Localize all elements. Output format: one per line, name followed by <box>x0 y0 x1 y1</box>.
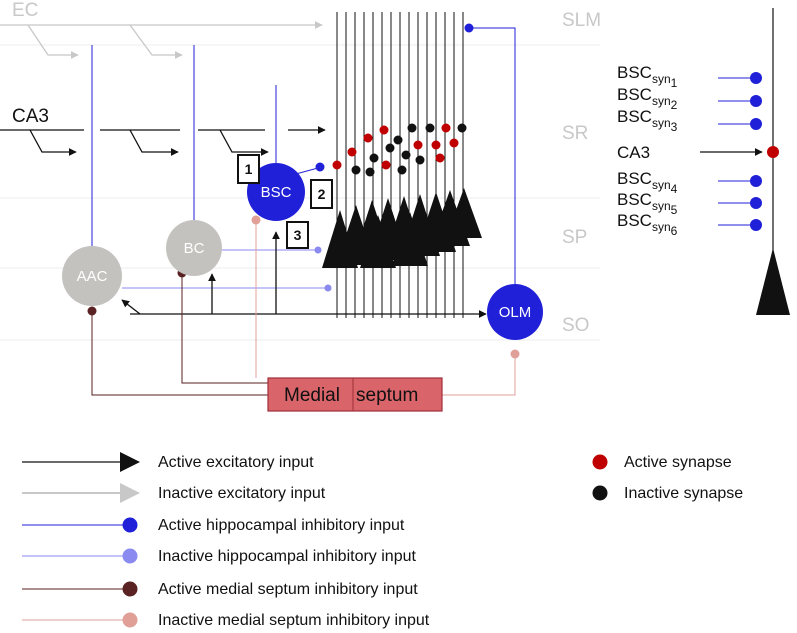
legend-active-hippo-inhib: Active hippocampal inhibitory input <box>22 517 405 534</box>
syn-label-4: BSCsyn4 <box>617 169 678 196</box>
syn-label-2: BSCsyn2 <box>617 85 678 112</box>
layer-label-sp: SP <box>562 227 587 248</box>
aac-cell: AAC <box>62 246 122 306</box>
legend: Active excitatory input Inactive excitat… <box>22 452 743 629</box>
legend-inactive-hippo-inhib: Inactive hippocampal inhibitory input <box>22 548 416 565</box>
ca3-input-paths <box>0 126 326 156</box>
layer-label-sr: SR <box>562 123 588 144</box>
pyramidal-cell-bodies <box>322 188 482 268</box>
syn-label-ca3: CA3 <box>617 143 650 162</box>
svg-text:Inactive medial septum inhibit: Inactive medial septum inhibitory input <box>158 612 430 629</box>
aac-label: AAC <box>77 268 108 285</box>
bsc-label: BSC <box>261 184 292 201</box>
svg-text:Inactive hippocampal inhibitor: Inactive hippocampal inhibitory input <box>158 548 416 565</box>
aac-ms-synapse-dot <box>87 306 97 316</box>
ec-input-paths <box>0 21 323 59</box>
svg-text:Active excitatory input: Active excitatory input <box>158 454 314 471</box>
svg-text:3: 3 <box>294 227 302 243</box>
syn-label-1: BSCsyn1 <box>617 63 678 90</box>
svg-text:Active medial septum inhibitor: Active medial septum inhibitory input <box>158 581 418 598</box>
layer-label-so: SO <box>562 315 589 336</box>
svg-text:Active hippocampal inhibitory: Active hippocampal inhibitory input <box>158 517 405 534</box>
ca3-label: CA3 <box>12 106 49 127</box>
legend-inactive-synapse: Inactive synapse <box>592 485 743 502</box>
medial-septum-inactive-lines <box>255 222 516 396</box>
panel-pyramidal-body <box>756 248 790 315</box>
svg-text:Inactive excitatory input: Inactive excitatory input <box>158 485 326 502</box>
layer-label-slm: SLM <box>562 10 601 31</box>
legend-inactive-excitatory: Inactive excitatory input <box>22 483 326 503</box>
number-box-1: 1 <box>237 154 260 184</box>
olm-ms-synapse-dot <box>510 349 520 359</box>
pyramidal-dendrites <box>336 12 464 318</box>
olm-label: OLM <box>499 304 532 321</box>
svg-text:Inactive synapse: Inactive synapse <box>624 485 743 502</box>
olm-cell: OLM <box>487 284 543 340</box>
svg-text:1: 1 <box>245 161 253 177</box>
number-box-2: 2 <box>310 179 333 209</box>
bsc-ms-synapse-dot <box>251 215 261 225</box>
bsc-synapse-dot <box>315 162 325 172</box>
ec-label: EC <box>12 0 38 21</box>
medial-septum-active-lines <box>91 275 270 396</box>
legend-active-synapse: Active synapse <box>592 454 732 471</box>
septum-word-medial: Medial <box>284 385 340 406</box>
septum-word-septum: septum <box>356 385 418 406</box>
bc-synapse-dot <box>314 246 322 254</box>
synapse-panel: BSCsyn1 BSCsyn2 BSCsyn3 CA3 BSCsyn4 BSCs… <box>617 8 790 315</box>
syn-label-6: BSCsyn6 <box>617 211 678 238</box>
syn-label-5: BSCsyn5 <box>617 190 678 217</box>
hippocampal-inhibitory-lines <box>91 27 516 290</box>
aac-synapse-dot <box>324 284 332 292</box>
legend-active-ms-inhib: Active medial septum inhibitory input <box>22 581 418 598</box>
svg-text:2: 2 <box>318 186 326 202</box>
pyramidal-output-lines <box>121 231 487 318</box>
olm-synapse-dot <box>464 23 474 33</box>
number-box-3: 3 <box>286 221 309 249</box>
syn-label-3: BSCsyn3 <box>617 107 678 134</box>
bc-cell: BC <box>166 220 222 276</box>
sr-synapses <box>332 123 467 177</box>
bsc-cell: BSC <box>247 163 305 221</box>
svg-text:Active synapse: Active synapse <box>624 454 732 471</box>
bc-label: BC <box>184 240 205 257</box>
legend-inactive-ms-inhib: Inactive medial septum inhibitory input <box>22 612 430 629</box>
medial-septum-box: Medial septum <box>267 377 443 412</box>
legend-active-excitatory: Active excitatory input <box>22 452 314 472</box>
